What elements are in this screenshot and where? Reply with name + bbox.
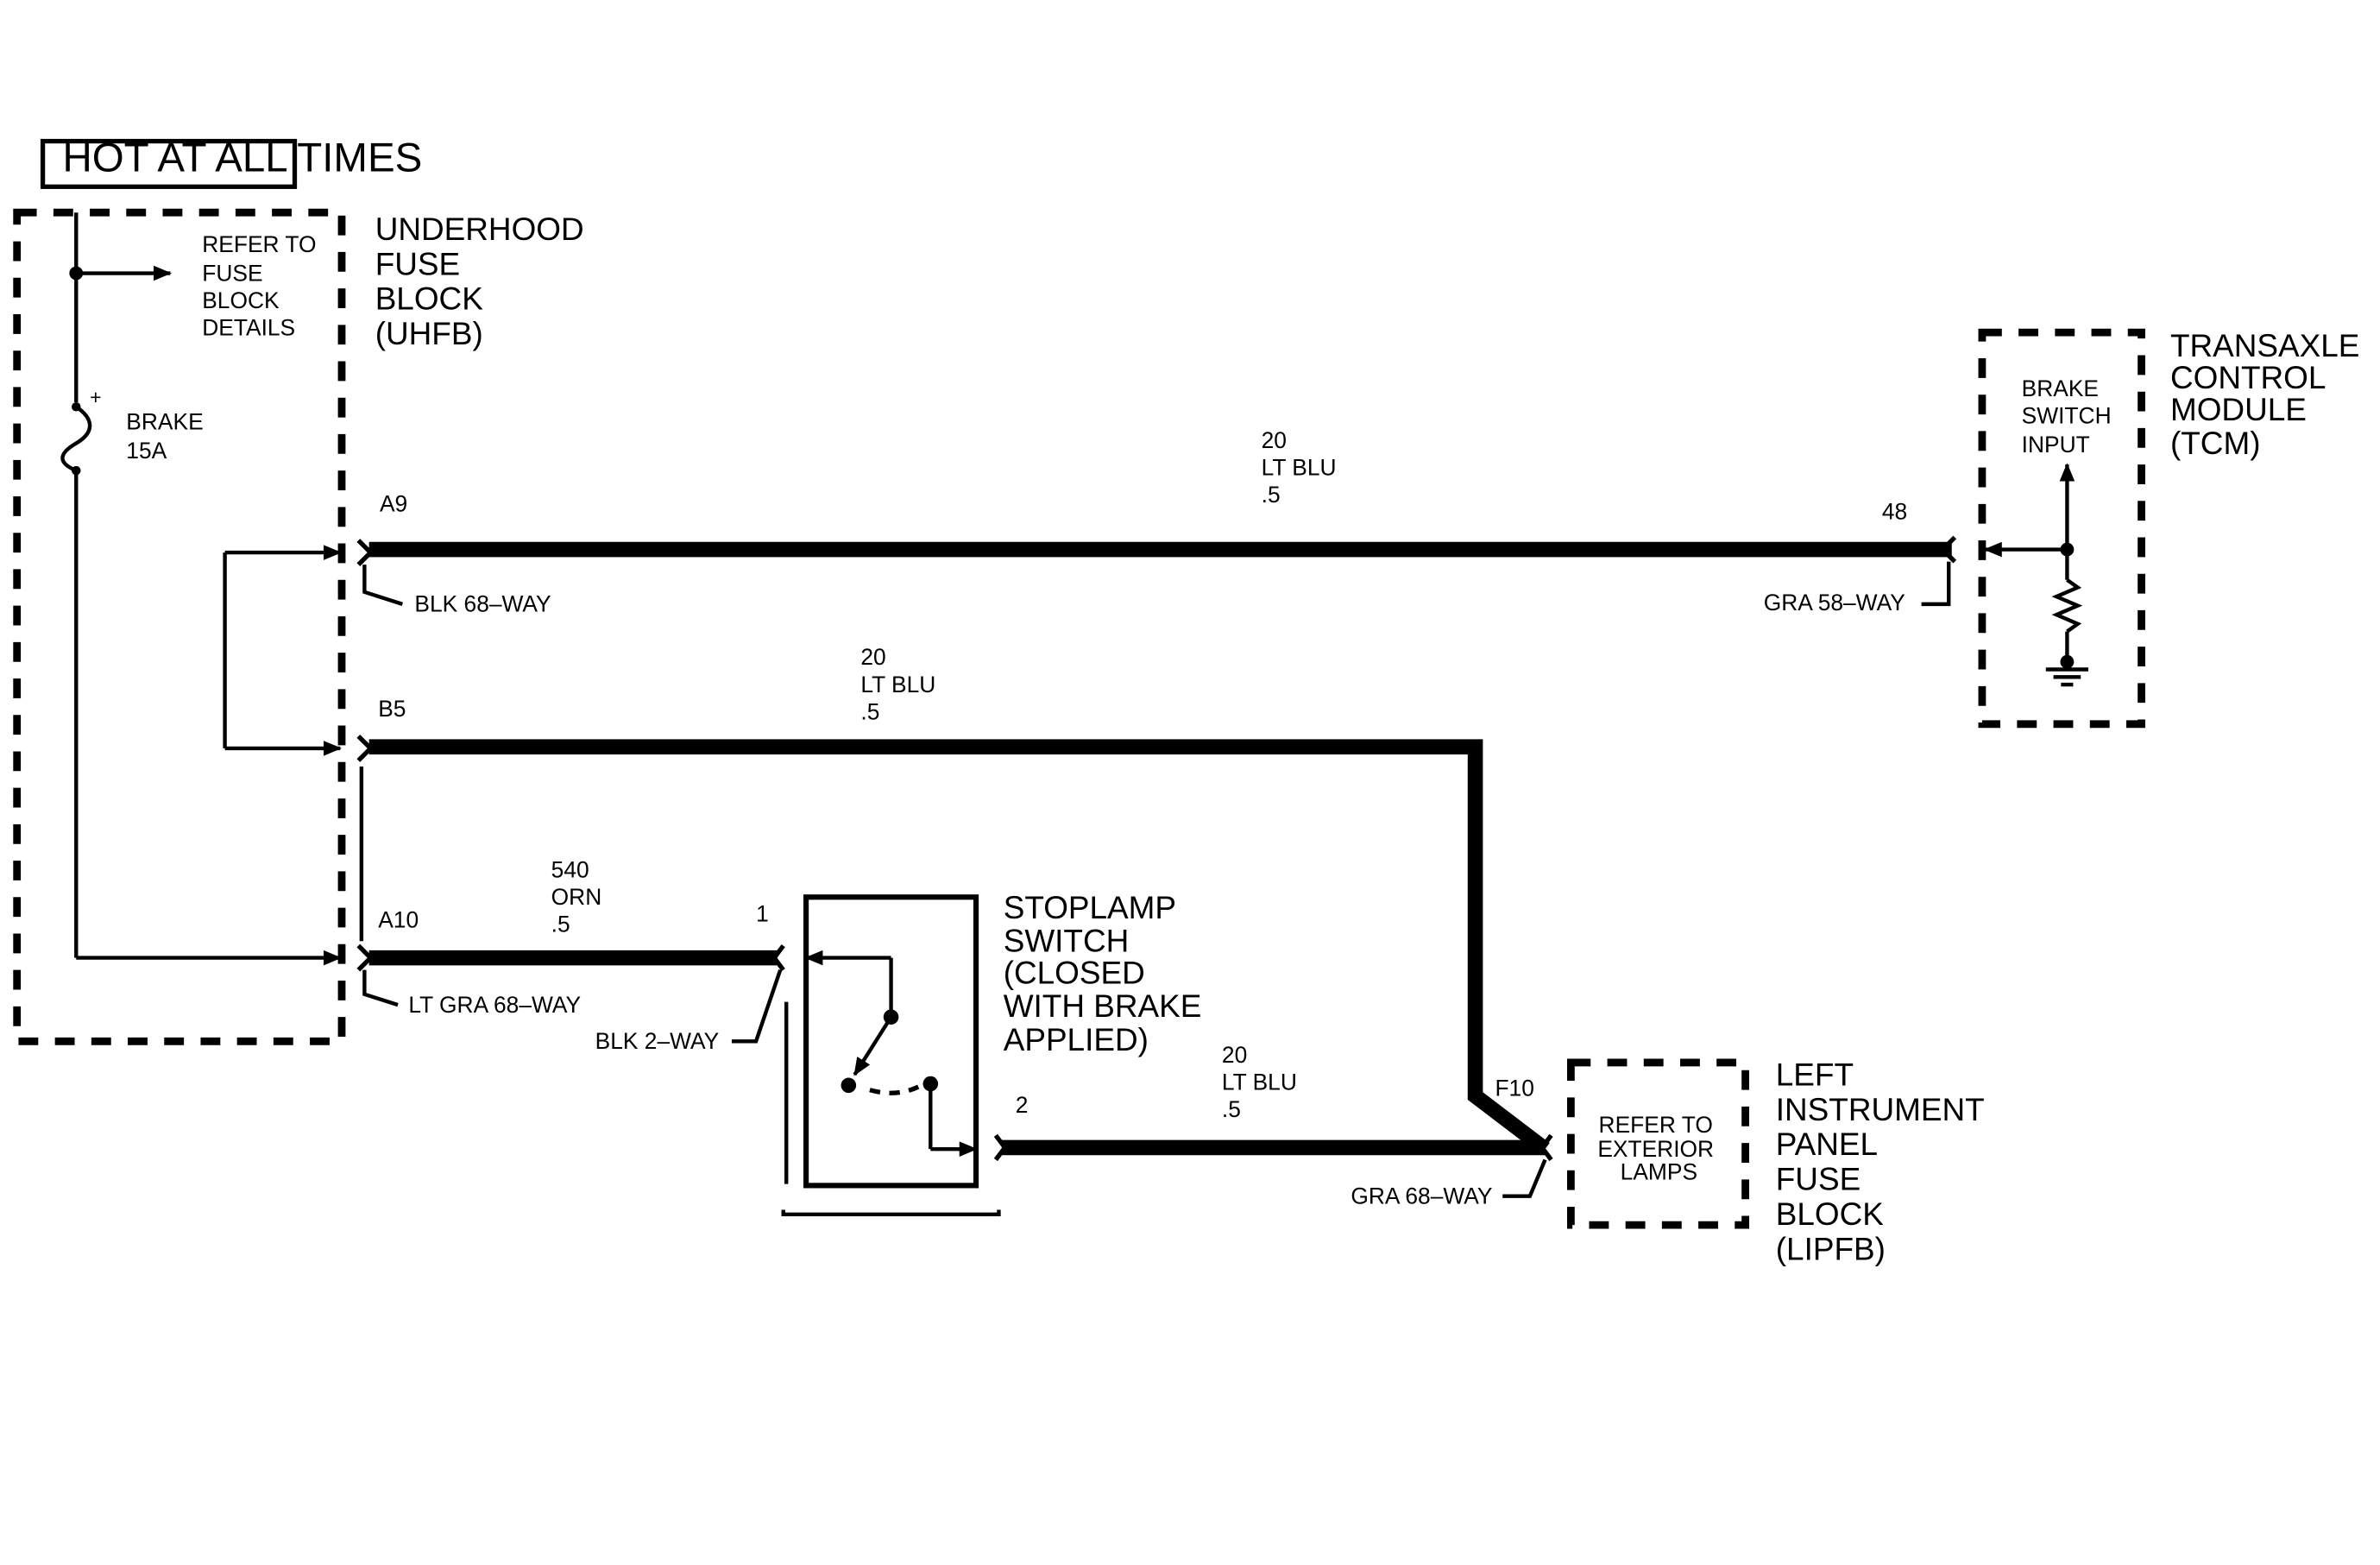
wire-b5: B5 20 LT BLU .5 [368,644,1550,1156]
connector-blk-2-way: BLK 2–WAY [595,1028,720,1054]
lipfb-name: LEFT INSTRUMENT PANEL FUSE BLOCK (LIPFB) [1776,1057,1993,1266]
switch-contact-icon [853,1016,893,1076]
hot-at-all-times-label: HOT AT ALL TIMES [62,136,422,181]
wire-a9: A9 20 LT BLU .5 BLK 68–WAY 48 GRA 58–WAY [368,427,1957,617]
wire-a10: A10 540 ORN .5 LT GRA 68–WAY 1 BLK 2–WAY [368,856,785,1054]
ground-icon [2045,667,2089,687]
pin-a10-label: A10 [378,906,419,932]
wire-a10-spec: 540 ORN .5 [551,856,608,937]
pin-a9-label: A9 [380,491,407,517]
hot-at-all-times-box: HOT AT ALL TIMES [40,136,422,189]
stoplamp-switch: STOPLAMP SWITCH (CLOSED WITH BRAKE APPLI… [781,890,1211,1216]
svg-text:+: + [90,386,101,408]
connector-blk-68-way: BLK 68–WAY [414,591,551,617]
fuse-label: BRAKE 15A [126,409,210,464]
wire-f10-spec: 20 LT BLU .5 [1222,1042,1303,1122]
uhfb-connector-pins [356,539,404,1007]
brake-switch-input-label: BRAKE SWITCH INPUT [2022,375,2118,458]
wire-b5-spec: 20 LT BLU .5 [860,644,941,724]
stoplamp-switch-name: STOPLAMP SWITCH (CLOSED WITH BRAKE APPLI… [1004,890,1211,1057]
fuse-icon: + [60,386,101,476]
connector-lt-gra-68-way: LT GRA 68–WAY [408,992,581,1018]
pin-f10-label: F10 [1495,1076,1533,1101]
wire-a9-spec: 20 LT BLU .5 [1262,427,1343,508]
pin-1-label: 1 [756,900,769,926]
uhfb-name: UNDERHOOD FUSE BLOCK (UHFB) [375,211,593,351]
underhood-fuse-block: UNDERHOOD FUSE BLOCK (UHFB) REFER TO FUS… [13,208,593,1045]
lipfb-refer-note: REFER TO EXTERIOR LAMPS [1597,1112,1720,1185]
tcm-name: TRANSAXLE CONTROL MODULE (TCM) [2170,328,2369,461]
wire-f10: 2 20 LT BLU .5 F10 GRA 68–WAY [993,1042,1553,1208]
transaxle-control-module: TRANSAXLE CONTROL MODULE (TCM) BRAKE SWI… [1978,328,2369,729]
connector-gra-58-way: GRA 58–WAY [1764,590,1905,615]
resistor-icon [2051,577,2083,634]
left-instrument-panel-fuse-block: REFER TO EXTERIOR LAMPS LEFT INSTRUMENT … [1566,1057,1993,1267]
pin-2-label: 2 [1016,1092,1029,1118]
uhfb-refer-note: REFER TO FUSE BLOCK DETAILS [202,231,323,341]
connector-gra-68-way: GRA 68–WAY [1351,1183,1492,1208]
pin-48-label: 48 [1882,498,1907,524]
pin-b5-label: B5 [378,696,406,722]
